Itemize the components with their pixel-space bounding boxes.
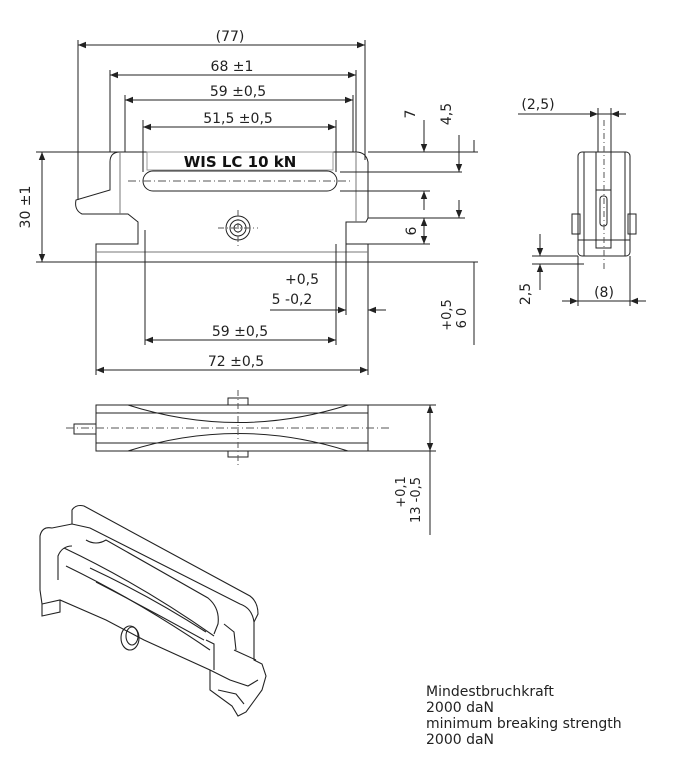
dim-5: 5 -0,2	[272, 292, 313, 308]
dim-6-vert: 6 0	[455, 308, 470, 329]
note-line-1: Mindestbruchkraft	[426, 684, 554, 700]
note-line-3: minimum breaking strength	[426, 716, 622, 732]
dim-59-bottom: 59 ±0,5	[212, 324, 268, 340]
isometric-view	[39, 504, 267, 717]
dim-4-5: 4,5	[439, 103, 455, 125]
front-outline	[75, 151, 369, 263]
dim-6-vert-tol-top: +0,5	[440, 299, 455, 331]
side-view	[518, 108, 646, 306]
side-view-labels: (2,5) 2,5 (8)	[518, 97, 614, 305]
iso-outline	[39, 523, 267, 717]
top-view-labels: +0,1 13 -0,5	[394, 476, 424, 523]
note-line-4: 2000 daN	[426, 732, 495, 748]
dim-13: 13 -0,5	[409, 477, 424, 523]
dim-8: (8)	[594, 285, 614, 301]
label-plate	[146, 151, 334, 171]
dim-30: 30 ±1	[18, 186, 34, 229]
front-view-labels: (77) 68 ±1 59 ±0,5 51,5 ±0,5 WIS LC 10 k…	[18, 29, 470, 370]
dim-5-tol-plus: +0,5	[285, 272, 319, 288]
top-view	[66, 390, 436, 535]
dim-59-top: 59 ±0,5	[210, 84, 266, 100]
front-view	[36, 40, 478, 375]
note-line-2: 2000 daN	[426, 700, 495, 716]
dim-2-5-top: (2,5)	[521, 97, 554, 113]
dim-72: 72 ±0,5	[208, 354, 264, 370]
dim-51-5: 51,5 ±0,5	[203, 111, 273, 127]
breaking-strength-note: Mindestbruchkraft 2000 daN minimum break…	[426, 684, 622, 748]
dim-7: 7	[403, 110, 419, 119]
product-label: WIS LC 10 kN	[184, 153, 297, 171]
dim-6: 6	[404, 226, 420, 235]
dim-13-tol: +0,1	[394, 476, 409, 508]
dim-overall-width: (77)	[216, 29, 245, 45]
dim-2-5-left: 2,5	[518, 283, 534, 305]
dim-68: 68 ±1	[211, 59, 254, 75]
